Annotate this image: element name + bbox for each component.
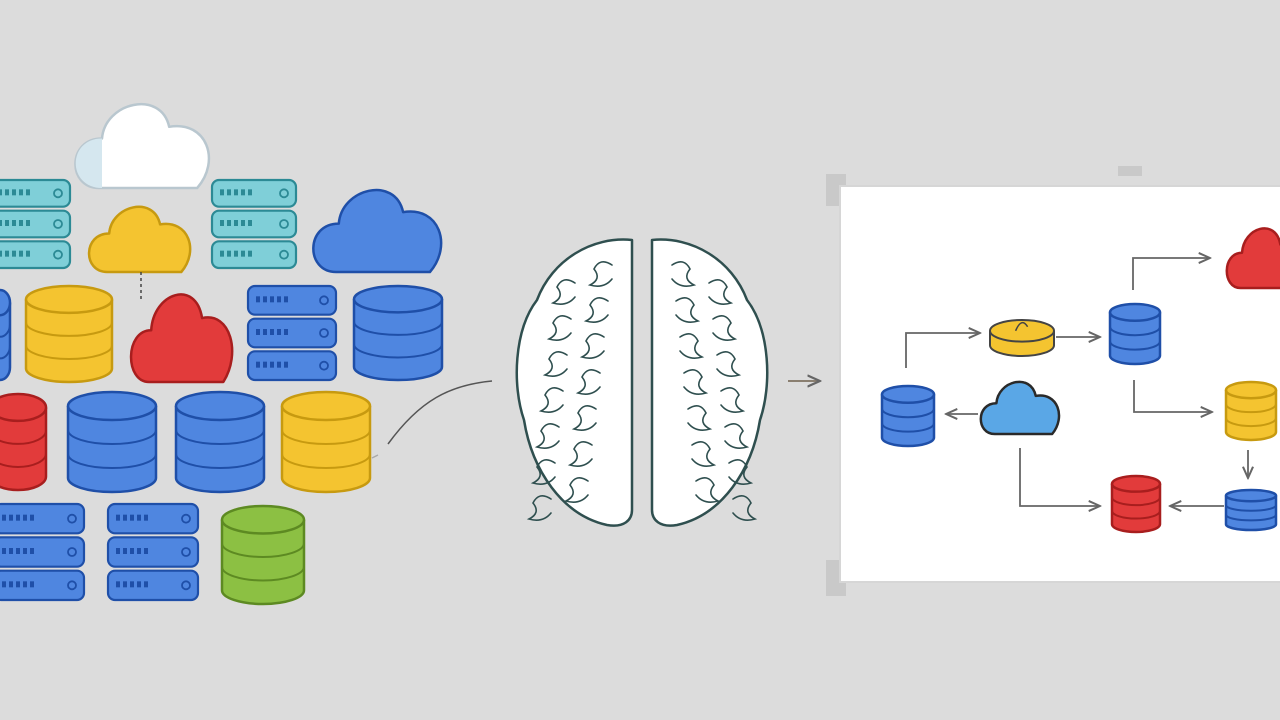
cloud-icon-5 — [312, 188, 443, 274]
server-icon-9 — [246, 284, 338, 382]
panel-cloud-icon-5 — [979, 380, 1061, 436]
database-icon-6 — [0, 288, 12, 382]
cluster-to-brain-connector — [371, 380, 493, 459]
server-icon-16 — [106, 502, 200, 602]
database-icon-7 — [24, 284, 114, 384]
panel-database-icon-4 — [880, 384, 936, 448]
database-icon-12 — [66, 390, 158, 494]
panel-database-icon-7 — [1110, 474, 1162, 534]
cloud-icon-8 — [129, 293, 234, 384]
server-icon-4 — [210, 178, 298, 270]
panel-disk-icon-3 — [989, 319, 1055, 357]
panel-database-icon-2 — [1108, 302, 1162, 366]
panel-arrow-5 — [1133, 380, 1212, 412]
database-icon-10 — [352, 284, 444, 382]
panel-database-icon-8 — [1224, 488, 1278, 532]
database-icon-13 — [174, 390, 266, 494]
database-icon-17 — [220, 504, 306, 606]
server-icon-2 — [0, 178, 72, 270]
left-icon-cluster — [0, 102, 444, 606]
panel-database-icon-6 — [1224, 380, 1278, 442]
architecture-diagram-panel — [826, 166, 1280, 596]
database-icon-14 — [280, 390, 372, 494]
panel-arrow-1 — [1132, 258, 1210, 290]
panel-arrow-2 — [905, 333, 980, 368]
panel-arrow-8 — [1019, 448, 1100, 506]
server-icon-15 — [0, 502, 86, 602]
cloud-icon-1 — [74, 102, 211, 190]
panel-cloud-icon-1 — [1225, 227, 1280, 290]
brain-icon — [515, 238, 769, 527]
cloud-icon-3 — [87, 205, 192, 274]
database-icon-11 — [0, 392, 48, 492]
